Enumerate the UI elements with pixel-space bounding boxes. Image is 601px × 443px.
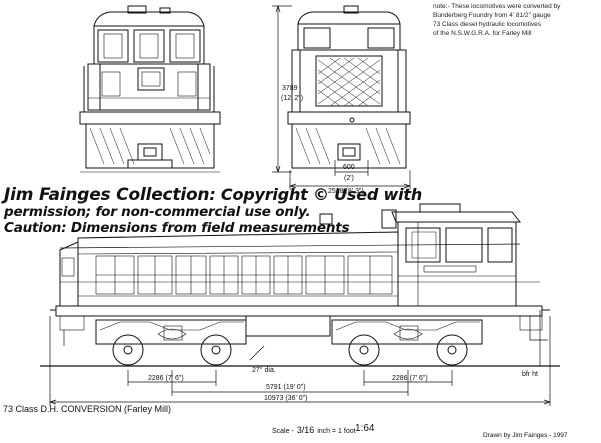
height-imperial-label: (12' 2"): [281, 95, 303, 102]
note-line: note:- These locomotives were converted …: [433, 3, 561, 10]
copyright-text: : Copyright © Used with: [209, 185, 423, 204]
drawing-caption: 73 Class D.H. CONVERSION (Farley Mill): [3, 404, 172, 414]
collection-name: Jim Fainges Collection: [4, 185, 210, 205]
overall-length-label: 10973 (36' 0"): [264, 395, 308, 402]
width-label: 2518 (8' 3"): [328, 188, 364, 195]
width-dimensions: [288, 160, 412, 190]
angle-label: 27° dia.: [252, 366, 276, 374]
note-line: Bunderberg Foundry from 4' 81/2" gauge: [433, 12, 551, 19]
rear-end-view: [287, 5, 411, 169]
front-wheelbase-label: 2286 (7' 6"): [148, 375, 184, 382]
caution-text: Caution: Dimensions from field measureme…: [4, 220, 350, 236]
conversion-note: note:- These locomotives were converted …: [433, 2, 598, 38]
front-bogie: [95, 319, 247, 366]
dimension-labels: 3789 (12' 2") 600 (2') 2518 (8' 3") 27° …: [148, 85, 538, 402]
side-elevation: [50, 203, 550, 346]
bogie-centres-label: 5791 (19' 0"): [266, 384, 306, 391]
side-dimensions: [48, 310, 552, 406]
note-line: 73 Class diesel hydraulic locomotives: [433, 21, 542, 28]
permission-text: permission; for non-commercial use only.: [4, 204, 311, 220]
drawn-by-credit: Drawn by Jim Fainges - 1997: [483, 432, 568, 439]
scale-fraction: 3/16: [296, 425, 315, 435]
gauge-imperial-label: (2'): [344, 175, 354, 182]
rear-bogie: [331, 319, 483, 366]
scale-suffix: inch = 1 foot: [317, 428, 356, 435]
height-label: 3789: [282, 85, 298, 92]
buffer-height-label: bfr ht: [522, 371, 538, 378]
copyright-watermark: Jim Fainges Collection: Copyright © Used…: [4, 185, 422, 236]
front-end-view: [79, 5, 221, 173]
scale-ratio: 1:64: [355, 423, 375, 434]
rear-wheelbase-label: 2286 (7' 6"): [392, 375, 428, 382]
scale-note: Scale - 3/16 inch = 1 foot: [272, 425, 356, 435]
scale-prefix: Scale -: [272, 428, 294, 435]
height-dimension: [272, 4, 292, 174]
gauge-label: 600: [343, 164, 355, 171]
note-line: of the N.S.W.G.R.A. for Farley Mill: [433, 30, 532, 37]
